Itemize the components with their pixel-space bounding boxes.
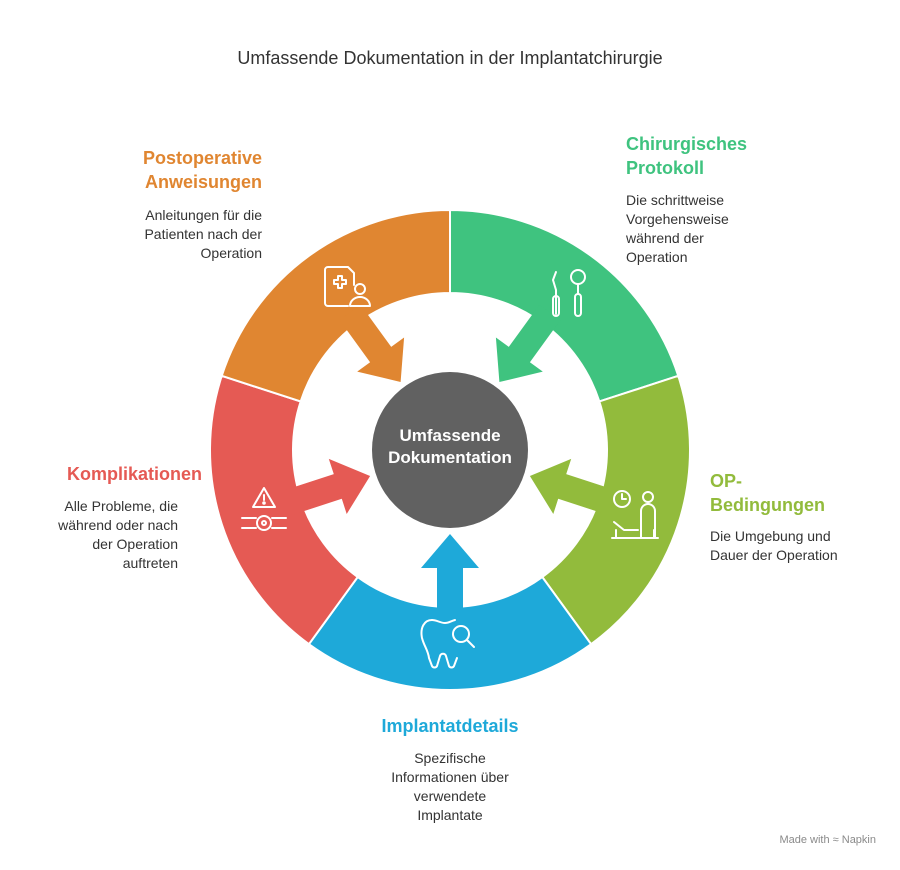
page-title: Umfassende Dokumentation in der Implanta… [237,48,663,68]
description-line: Dauer der Operation [710,547,838,563]
komplikationen-description: Alle Probleme, die während oder nach der… [20,497,178,573]
description-line: Spezifische [414,750,486,766]
title-line: Bedingungen [710,495,825,515]
description-line: Anleitungen für die [145,207,262,223]
medical-record-icon [324,266,371,307]
implantatdetails-arrow [421,534,479,620]
center-label-line: Dokumentation [388,448,512,467]
description-line: auftreten [122,555,178,571]
center-circle [372,372,528,528]
title-line: Komplikationen [66,464,202,484]
implantatdetails-title: Implantatdetails [350,714,550,738]
description-line: Operation [626,249,688,265]
op-bedingungen-arrow [529,458,616,515]
description-line: Die schrittweise [626,192,725,208]
description-line: Informationen über [391,769,509,785]
footer-credit: Made with ≈ Napkin [779,834,876,846]
title-line: Chirurgisches [626,134,748,154]
op-bedingungen-segment [540,374,691,646]
tooth-search-icon [420,619,475,669]
op-bedingungen-title: OP- Bedingungen [710,469,825,517]
komplikationen-segment [209,374,360,646]
op-bedingungen-description: Die Umgebung und Dauer der Operation [710,527,838,565]
implantatdetails-segment [307,575,593,691]
komplikationen-title: Komplikationen [20,462,202,486]
description-line: verwendete [413,788,487,804]
clock-patient-icon [611,490,659,539]
description-line: Operation [200,245,262,261]
napkin-logo-icon: ≈ [832,834,839,846]
title-line: Implantatdetails [381,716,519,736]
chirurgisches-protokoll-title: Chirurgisches Protokoll [626,132,747,180]
center-label: Umfassende Dokumentation [370,425,530,469]
made-with-text: Made with [779,834,830,846]
center-label-line: Umfassende [399,426,501,445]
description-line: während der [626,230,704,246]
chirurgisches-protokoll-arrow [495,304,561,382]
postoperative-anweisungen-arrow [339,304,405,382]
chirurgisches-protokoll-segment [449,208,680,403]
brand-name: Napkin [841,834,876,846]
ring-arrows [284,304,616,620]
chirurgisches-protokoll-description: Die schrittweise Vorgehensweise während … [626,191,729,267]
postoperative-anweisungen-title: Postoperative Anweisungen [40,146,262,194]
postoperative-anweisungen-description: Anleitungen für die Patienten nach der O… [40,206,262,263]
title-line: Anweisungen [144,172,262,192]
description-line: Implantate [417,807,483,823]
dental-instruments-icon [552,269,586,317]
implantatdetails-description: Spezifische Informationen über verwendet… [350,749,550,825]
description-line: während oder nach [58,517,178,533]
description-line: Vorgehensweise [626,211,729,227]
description-line: Die Umgebung und [710,528,831,544]
title-line: Postoperative [142,148,262,168]
warning-icon [241,487,287,531]
komplikationen-arrow [284,458,371,515]
description-line: Patienten nach der [144,226,262,242]
title-line: Protokoll [626,158,705,178]
description-line: Alle Probleme, die [64,498,178,514]
title-line: OP- [710,471,743,491]
description-line: der Operation [92,536,178,552]
